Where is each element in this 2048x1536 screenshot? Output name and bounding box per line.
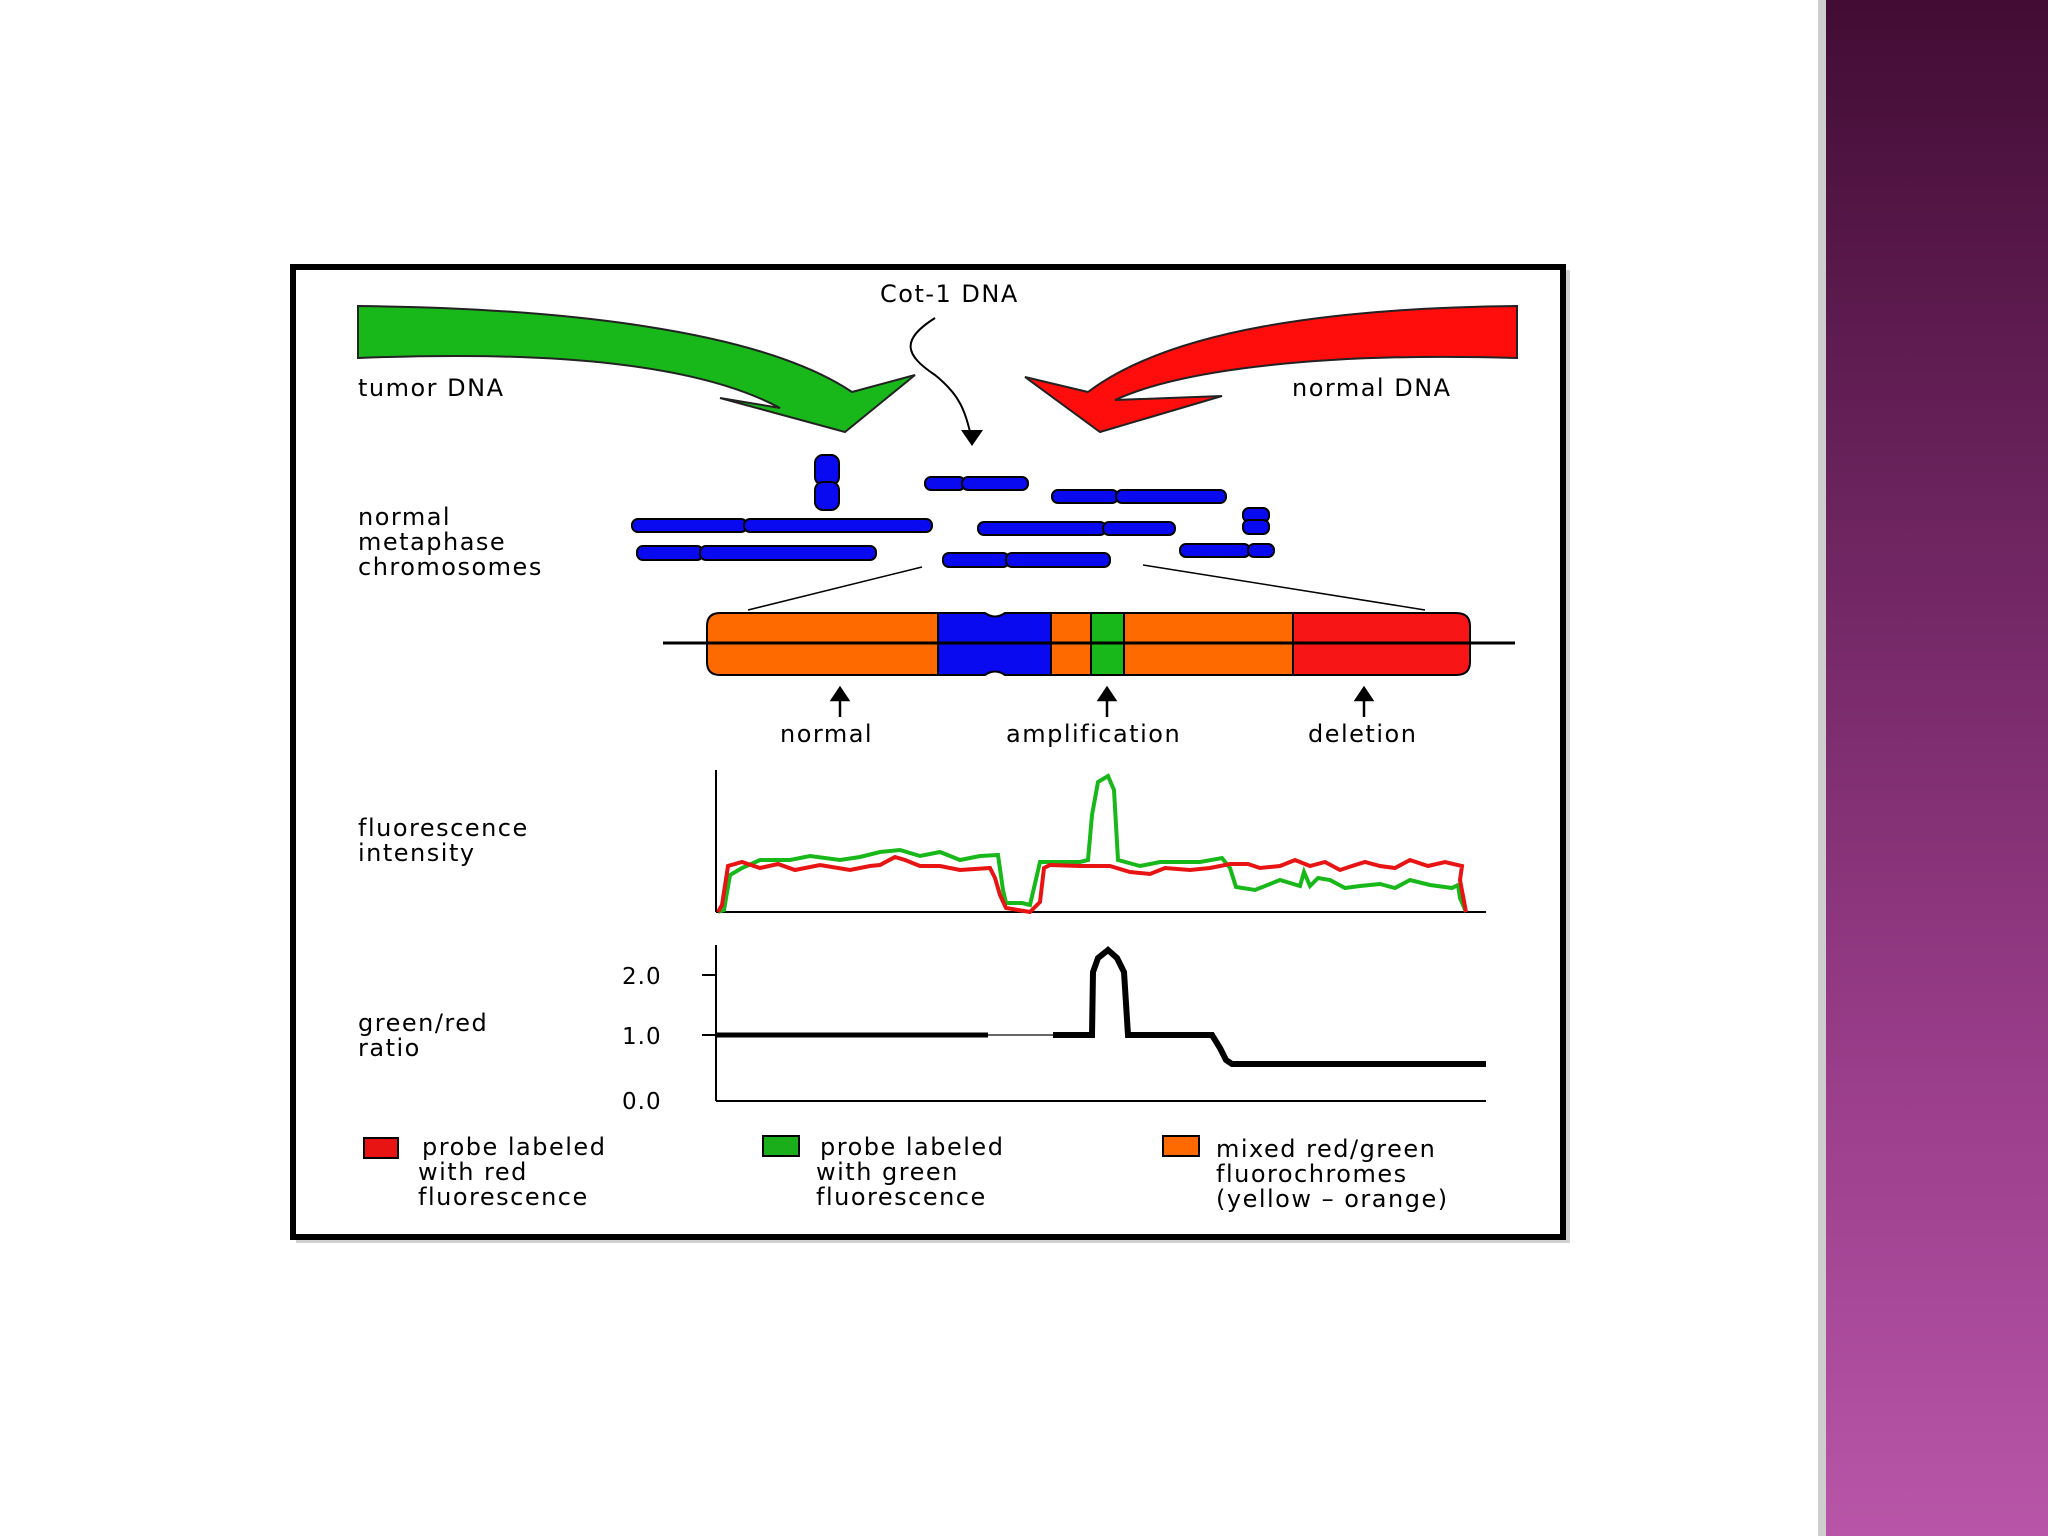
cot1-arrowhead-icon (961, 430, 983, 446)
chromosome (631, 518, 748, 533)
legend: probe labeled with red fluorescence prob… (363, 1133, 1449, 1213)
chromosomes-label-line3: chromosomes (358, 553, 543, 581)
chromosome (961, 476, 1029, 491)
tumor-dna-arrow (357, 304, 916, 434)
chromosome (942, 552, 1010, 568)
cot1-label: Cot-1 DNA (880, 280, 1019, 308)
normal-dna-label: normal DNA (1292, 374, 1452, 402)
chromosome (1247, 543, 1275, 558)
legend-red-line3: fluorescence (418, 1183, 589, 1211)
region-pointers (829, 685, 1375, 717)
ratio-tick-label-2: 2.0 (622, 964, 662, 990)
chromosome (1051, 489, 1119, 504)
chromosome (1005, 552, 1111, 568)
chromosome (1115, 489, 1227, 504)
red-intensity-curve (716, 854, 1468, 915)
legend-red-line1: probe labeled (422, 1133, 606, 1161)
metaphase-chromosomes (631, 454, 1275, 568)
fluorescence-label-line1: fluorescence (358, 814, 529, 842)
region-normal-label: normal (780, 720, 873, 748)
chromosomes-label-line1: normal (358, 503, 451, 531)
legend-green-line1: probe labeled (820, 1133, 1004, 1161)
pointer-deletion-icon (1353, 685, 1375, 702)
legend-green-line2: with green (816, 1158, 959, 1186)
ratio-tick-label-1: 1.0 (622, 1024, 662, 1050)
chromosome (977, 521, 1107, 536)
ratio-label-line2: ratio (358, 1034, 421, 1062)
chromosomes-label-line2: metaphase (358, 528, 506, 556)
legend-orange-line2: fluorochromes (1216, 1160, 1408, 1188)
decorative-sidebar (1826, 0, 2048, 1536)
ratio-label-line1: green/red (358, 1009, 488, 1037)
normal-dna-arrow (1024, 304, 1518, 434)
zoom-line-right (1142, 564, 1426, 611)
legend-orange-line1: mixed red/green (1216, 1135, 1436, 1163)
chromosome (743, 518, 933, 533)
chromosome (636, 545, 704, 561)
legend-swatch-red (363, 1137, 399, 1159)
ratio-tick-label-0: 0.0 (622, 1089, 662, 1115)
region-amplification-label: amplification (1006, 720, 1181, 748)
region-deletion-label: deletion (1308, 720, 1417, 748)
ratio-line (1053, 946, 1486, 1067)
sidebar-shadow (1818, 0, 1826, 1536)
legend-green-line3: fluorescence (816, 1183, 987, 1211)
diagram-frame (290, 264, 1566, 1240)
chromosome (1102, 521, 1176, 536)
pointer-amplification-icon (1096, 685, 1118, 702)
fluorescence-label-line2: intensity (358, 839, 476, 867)
chromosome (924, 476, 966, 491)
chromosome (1242, 519, 1270, 535)
pointer-normal-icon (829, 685, 851, 702)
legend-swatch-orange (1162, 1135, 1200, 1157)
legend-red-line2: with red (418, 1158, 528, 1186)
zoom-line-left (747, 566, 923, 611)
green-intensity-curve (717, 773, 1468, 914)
legend-swatch-green (762, 1135, 800, 1157)
chromosome (814, 481, 840, 511)
tumor-dna-label: tumor DNA (358, 374, 505, 402)
chromosome (699, 545, 877, 561)
chromosome (814, 454, 840, 486)
chromosome (1179, 543, 1251, 558)
cot1-connector (909, 317, 973, 441)
legend-orange-line3: (yellow – orange) (1216, 1185, 1449, 1213)
